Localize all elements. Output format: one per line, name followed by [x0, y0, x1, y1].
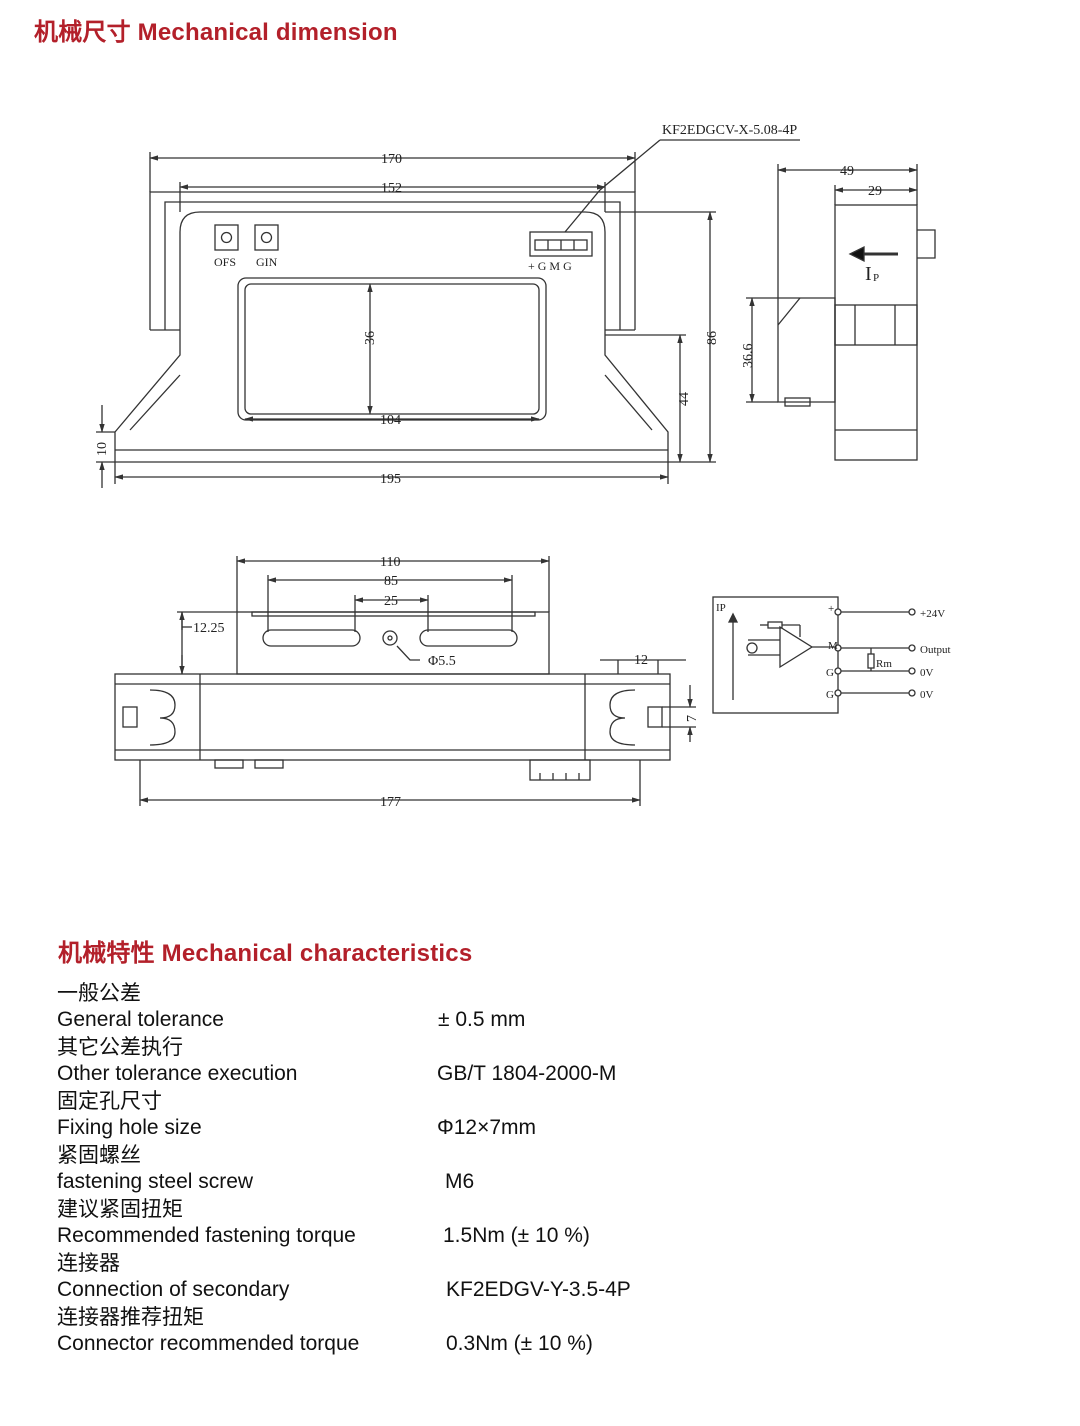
dim-152: 152 — [381, 181, 402, 196]
spec-row: 其它公差执行 Other tolerance execution GB/T 18… — [57, 1035, 757, 1087]
spec-cn: 紧固螺丝 — [57, 1144, 141, 1167]
spec-en: Connection of secondary — [57, 1278, 290, 1301]
dim-177: 177 — [380, 795, 401, 810]
dim-25: 25 — [384, 594, 398, 609]
spec-value: M6 — [445, 1170, 475, 1193]
mechanical-dimension-title: 机械尺寸 Mechanical dimension — [34, 19, 398, 46]
spec-en: Connector recommended torque — [57, 1332, 360, 1355]
dim-170: 170 — [381, 152, 402, 167]
gin-label: GIN — [256, 255, 278, 269]
spec-row: 一般公差 General tolerance ± 0.5 mm — [57, 981, 757, 1033]
circuit-rm-label: Rm — [876, 658, 892, 670]
spec-value: 1.5Nm (± 10 %) — [443, 1224, 590, 1247]
circuit-0v-a-label: 0V — [920, 667, 934, 679]
dim-104: 104 — [380, 413, 401, 428]
ofs-label: OFS — [214, 255, 236, 269]
spec-cn: 其它公差执行 — [57, 1036, 183, 1059]
dim-86: 86 — [705, 331, 720, 345]
circuit-ip-label: IP — [716, 602, 726, 614]
dim-110: 110 — [380, 555, 400, 570]
spec-cn: 连接器推荐扭矩 — [57, 1306, 204, 1329]
dim-7: 7 — [685, 715, 700, 722]
circuit-m-label: M — [828, 640, 838, 652]
spec-value: 0.3Nm (± 10 %) — [446, 1332, 593, 1355]
mechanical-characteristics-title: 机械特性 Mechanical characteristics — [58, 940, 473, 967]
circuit-output-label: Output — [920, 644, 951, 656]
spec-cn: 一般公差 — [57, 982, 141, 1005]
dim-44: 44 — [677, 392, 692, 406]
spec-en: fastening steel screw — [57, 1170, 254, 1193]
dim-29: 29 — [868, 184, 882, 199]
dim-85: 85 — [384, 574, 398, 589]
spec-row: 紧固螺丝 fastening steel screw M6 — [57, 1143, 757, 1195]
spec-value: GB/T 1804-2000-M — [437, 1062, 617, 1085]
connector-pins-label: + G M G — [528, 259, 572, 273]
spec-value: Φ12×7mm — [437, 1116, 537, 1139]
spec-en: General tolerance — [57, 1008, 224, 1031]
dim-195: 195 — [380, 472, 401, 487]
spec-cn: 连接器 — [57, 1252, 120, 1275]
spec-row: 固定孔尺寸 Fixing hole size Φ12×7mm — [57, 1089, 757, 1141]
spec-cn: 固定孔尺寸 — [57, 1090, 162, 1113]
spec-row: 连接器 Connection of secondary KF2EDGV-Y-3.… — [57, 1251, 757, 1303]
ip-subscript: P — [873, 272, 879, 284]
dim-12: 12 — [634, 653, 648, 668]
dim-49: 49 — [840, 164, 854, 179]
ip-label: I — [865, 263, 872, 285]
spec-row: 建议紧固扭矩 Recommended fastening torque 1.5N… — [57, 1197, 757, 1249]
spec-value: ± 0.5 mm — [438, 1008, 526, 1031]
circuit-plus-label: + — [828, 603, 834, 615]
spec-en: Fixing hole size — [57, 1116, 202, 1139]
dim-12-25: 12.25 — [193, 621, 225, 636]
spec-value: KF2EDGV-Y-3.5-4P — [446, 1278, 631, 1301]
spec-row: 连接器推荐扭矩 Connector recommended torque 0.3… — [57, 1305, 757, 1357]
dim-10: 10 — [95, 442, 110, 456]
circuit-g2-label: G — [826, 689, 834, 701]
mechanical-drawing: KF2EDGCV-X-5.08-4P OFS GIN + G M G 170 1… — [95, 123, 951, 810]
dim-phi-5-5: Φ5.5 — [428, 654, 456, 669]
spec-cn: 建议紧固扭矩 — [57, 1198, 183, 1221]
dim-36: 36 — [363, 331, 378, 345]
connector-model-label: KF2EDGCV-X-5.08-4P — [662, 123, 797, 138]
dim-36-6: 36.6 — [741, 344, 756, 369]
circuit-0v-b-label: 0V — [920, 689, 934, 701]
circuit-24v-label: +24V — [920, 608, 945, 620]
spec-en: Recommended fastening torque — [57, 1224, 356, 1247]
circuit-g1-label: G — [826, 667, 834, 679]
spec-en: Other tolerance execution — [57, 1062, 298, 1085]
